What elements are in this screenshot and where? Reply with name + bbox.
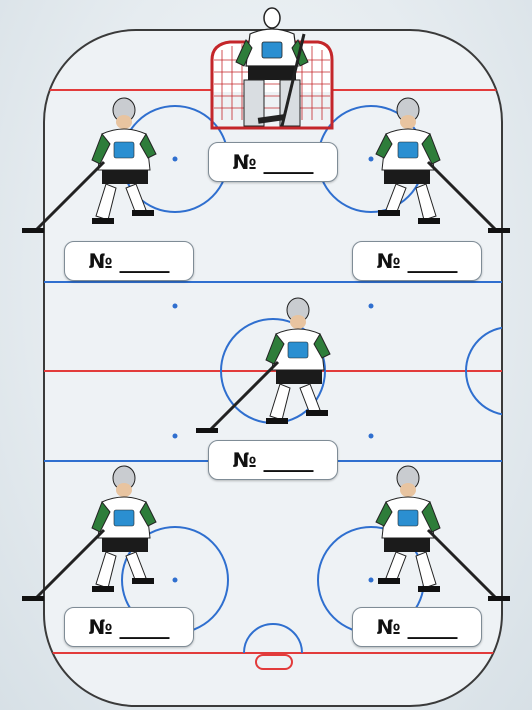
skater-figure-center [192, 290, 352, 440]
goalie-mask-icon [264, 8, 280, 28]
right-wing-number-field[interactable]: № _____ [352, 607, 482, 647]
faceoff-dot [369, 304, 374, 309]
left-defense-number-field[interactable]: № _____ [64, 241, 194, 281]
faceoff-dot [173, 304, 178, 309]
faceoff-dot [173, 434, 178, 439]
skater-figure-left-wing [18, 458, 178, 608]
skater-figure-right-wing [354, 458, 514, 608]
right-defense-number-field[interactable]: № _____ [352, 241, 482, 281]
center-number-field[interactable]: № _____ [208, 440, 338, 480]
left-wing-number-field[interactable]: № _____ [64, 607, 194, 647]
skater-figure-left-defense [18, 90, 178, 240]
goalie-number-field[interactable]: № _____ [208, 142, 338, 182]
faceoff-dot [369, 434, 374, 439]
goalie-figure [222, 4, 322, 134]
skater-figure-right-defense [354, 90, 514, 240]
